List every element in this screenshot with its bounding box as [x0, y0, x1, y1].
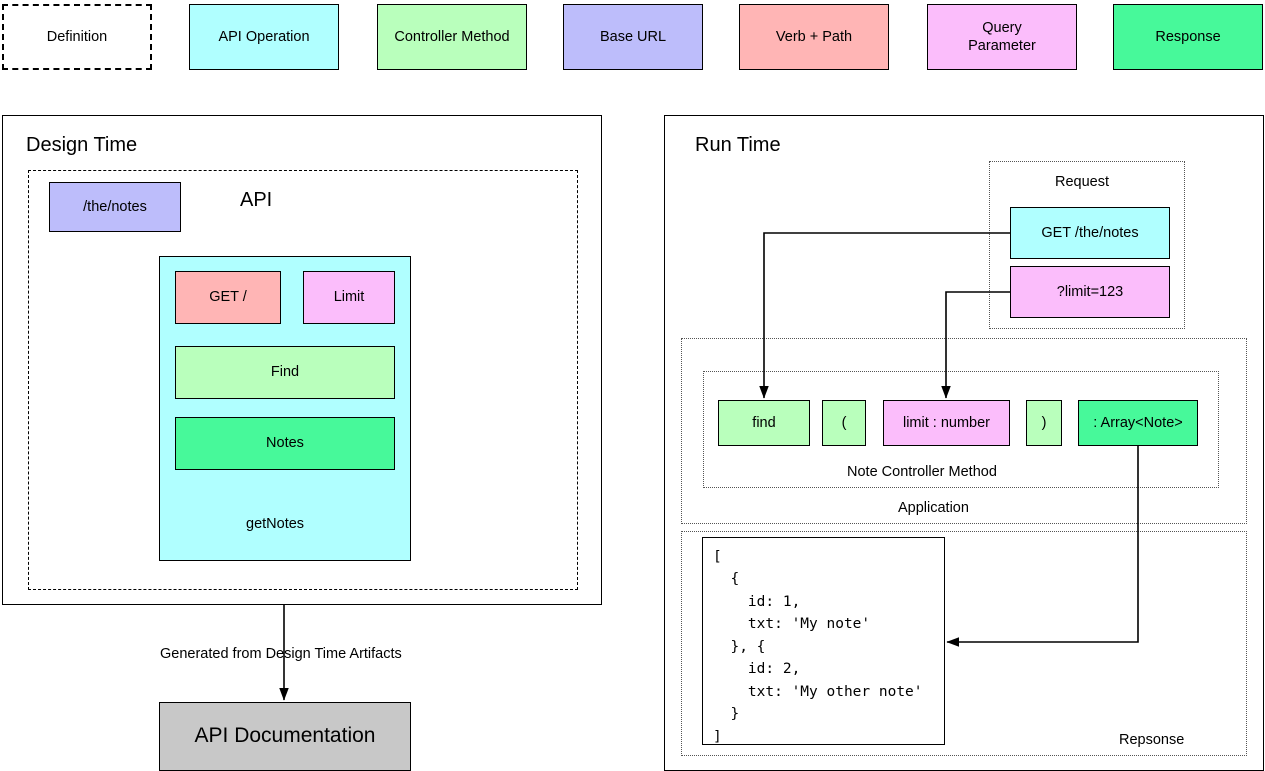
legend-label: API Operation [218, 28, 310, 45]
signature-token-limit-number: limit : number [883, 400, 1010, 446]
design-query-param-box: Limit [303, 271, 395, 324]
design-operation-name: getNotes [246, 516, 305, 532]
signature-token-open-paren: ( [822, 400, 866, 446]
generated-from-label: Generated from Design Time Artifacts [160, 646, 402, 662]
api-definition-box [28, 170, 578, 590]
signature-token-label: find [752, 414, 776, 431]
legend-item-api-operation: API Operation [189, 4, 339, 70]
request-verb-path-box: GET /the/notes [1010, 207, 1170, 259]
signature-token-return-type: : Array<Note> [1078, 400, 1198, 446]
request-label: Request [1055, 174, 1110, 190]
design-verb-path-label: GET / [209, 289, 247, 306]
api-documentation-label: API Documentation [194, 724, 376, 748]
legend-item-query-parameter: Query Parameter [927, 4, 1077, 70]
run-time-title: Run Time [695, 134, 781, 156]
api-documentation-box: API Documentation [159, 702, 411, 771]
design-response-box: Notes [175, 417, 395, 470]
design-verb-path-box: GET / [175, 271, 281, 324]
legend-item-controller-method: Controller Method [377, 4, 527, 70]
legend-label: Query Parameter [968, 19, 1036, 54]
response-body: [ { id: 1, txt: 'My note' }, { id: 2, tx… [702, 537, 945, 745]
design-query-param-label: Limit [333, 289, 365, 306]
legend-label: Controller Method [394, 28, 510, 45]
response-label: Repsonse [1119, 732, 1185, 748]
signature-token-close-paren: ) [1026, 400, 1062, 446]
legend-item-response: Response [1113, 4, 1263, 70]
legend-item-base-url: Base URL [563, 4, 703, 70]
request-query-label: ?limit=123 [1056, 283, 1124, 300]
signature-token-label: ) [1041, 414, 1047, 431]
design-controller-method-box: Find [175, 346, 395, 399]
note-controller-method-label: Note Controller Method [847, 464, 997, 480]
request-query-box: ?limit=123 [1010, 266, 1170, 318]
design-base-url-box: /the/notes [49, 182, 181, 232]
signature-token-label: limit : number [902, 414, 991, 431]
legend-item-definition: Definition [2, 4, 152, 70]
design-base-url-label: /the/notes [83, 198, 147, 215]
legend-label: Definition [46, 28, 108, 45]
request-verb-path-label: GET /the/notes [1041, 224, 1139, 241]
api-label: API [240, 189, 273, 211]
signature-token-find: find [718, 400, 810, 446]
signature-token-label: ( [841, 414, 847, 431]
design-controller-method-label: Find [270, 364, 300, 381]
design-time-title: Design Time [26, 134, 138, 156]
legend-label: Verb + Path [775, 28, 853, 45]
legend-item-verb-path: Verb + Path [739, 4, 889, 70]
legend-label: Response [1155, 28, 1221, 45]
application-label: Application [898, 500, 969, 516]
signature-token-label: : Array<Note> [1093, 414, 1183, 431]
legend-label: Base URL [599, 28, 667, 45]
design-response-label: Notes [266, 435, 304, 452]
